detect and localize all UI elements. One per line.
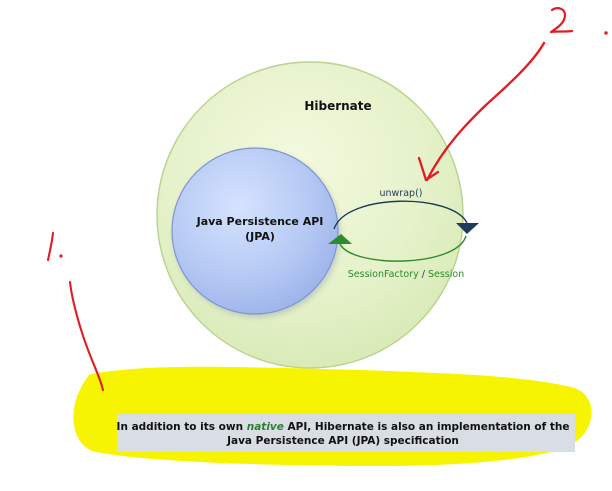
jpa-label-line1: Java Persistence API: [196, 215, 324, 228]
jpa-label-line2: (JPA): [245, 230, 275, 243]
session-label-session: Session: [428, 269, 464, 280]
session-arrowhead: [328, 234, 352, 244]
caption-box: [117, 414, 575, 452]
handwritten-mark-1: [46, 231, 63, 262]
session-arrow: [339, 235, 467, 262]
caption-line-1: In addition to its own native API, Hiber…: [117, 421, 570, 433]
session-label-factory: SessionFactory: [348, 269, 419, 280]
handwritten-mark-2: [549, 7, 608, 35]
annotation-line-1: [68, 280, 105, 392]
caption-line-1-suffix: API, Hibernate is also an implementation…: [284, 421, 570, 433]
unwrap-arrow: [333, 200, 468, 230]
jpa-circle: [171, 147, 339, 315]
session-label-separator: /: [419, 269, 428, 280]
caption-line-1-prefix: In addition to its own: [117, 421, 247, 433]
unwrap-label: unwrap(): [380, 188, 423, 199]
caption-line-2: Java Persistence API (JPA) specification: [226, 435, 459, 447]
unwrap-arrowhead: [456, 223, 479, 234]
hibernate-label: Hibernate: [304, 99, 371, 113]
caption-native-word: native: [247, 421, 284, 433]
annotation-arrowhead-2: [417, 156, 440, 182]
session-label: SessionFactory / Session: [348, 269, 464, 280]
annotation-arrow-2: [425, 41, 546, 182]
